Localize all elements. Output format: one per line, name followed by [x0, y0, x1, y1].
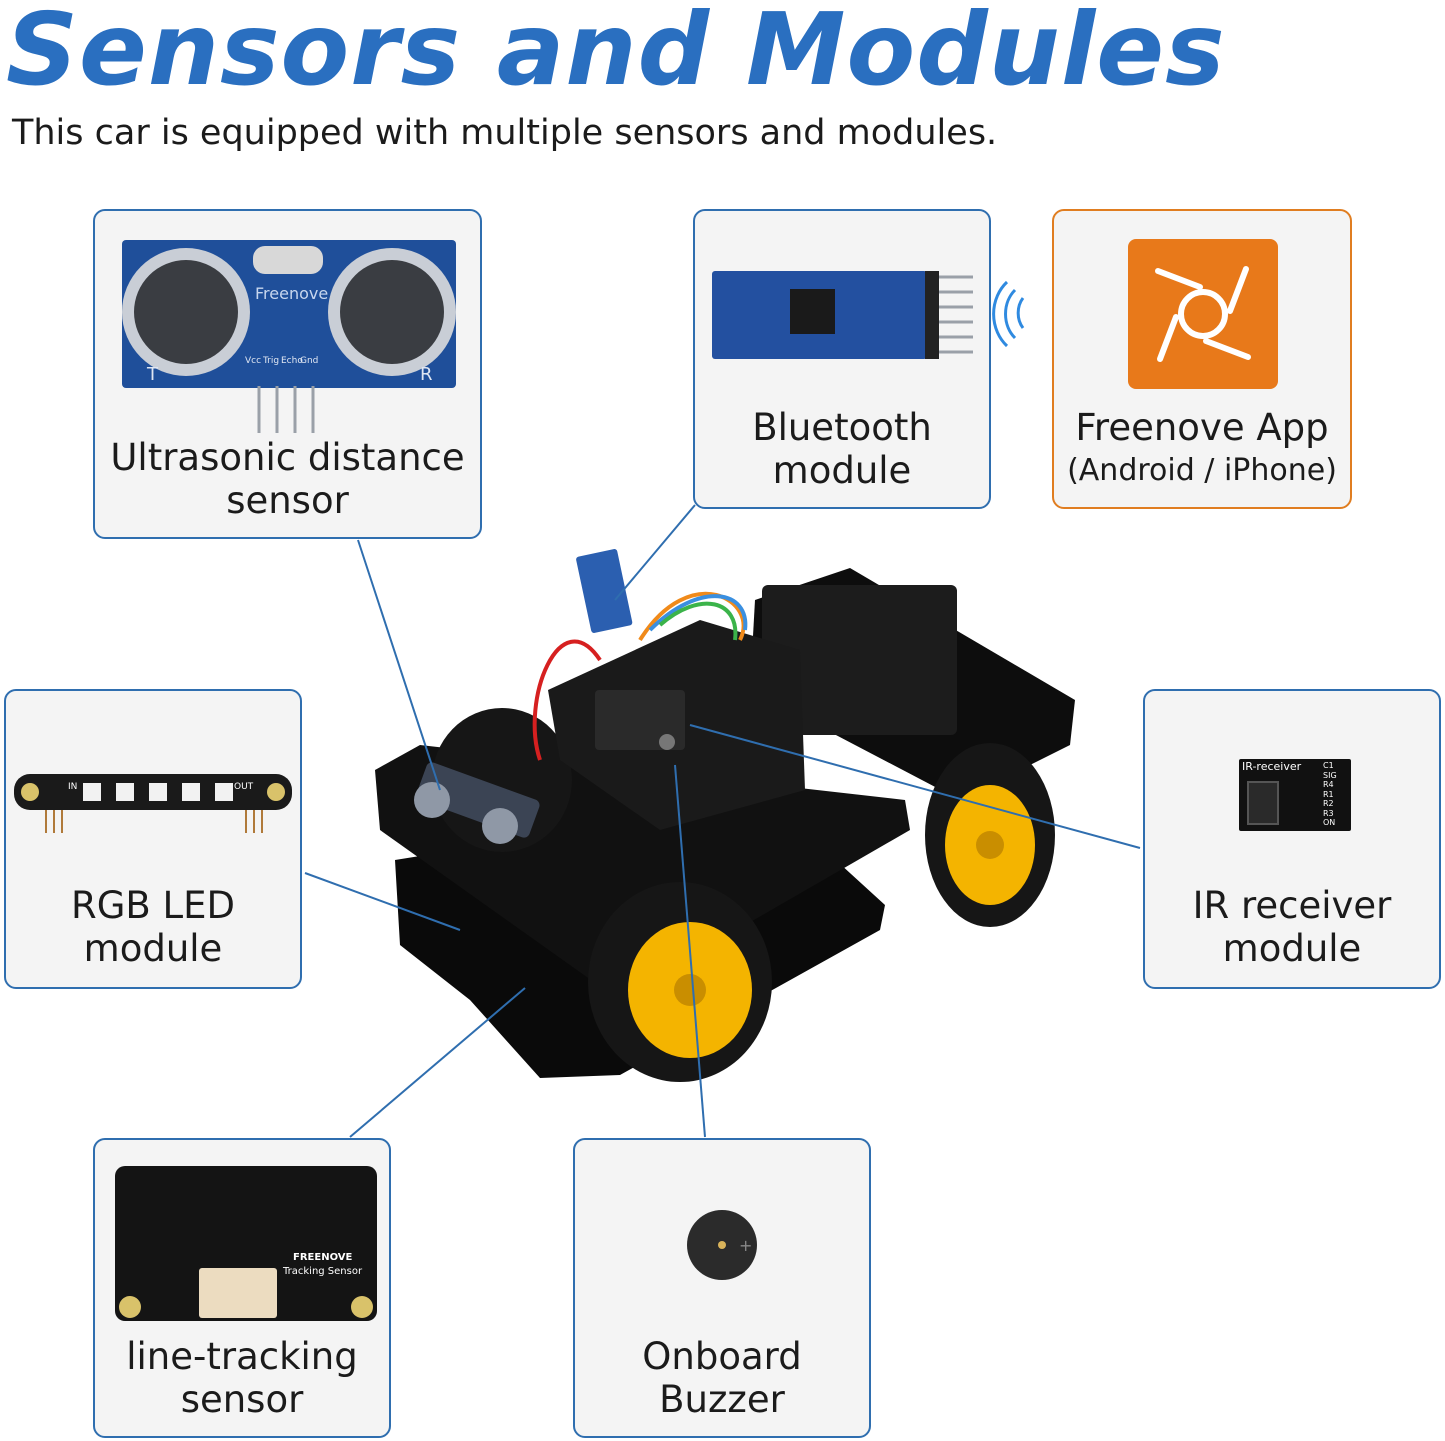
buzzer-label: Onboard Buzzer: [642, 1335, 802, 1421]
ir-pin-r1: R1: [1323, 789, 1334, 799]
ultrasonic-pin-trig: Trig: [263, 356, 280, 366]
ir-pin-on: ON: [1323, 818, 1336, 827]
card-onboard-buzzer: + Onboard Buzzer: [573, 1138, 871, 1438]
ir-pin-r3: R3: [1323, 808, 1334, 818]
battery-box: [762, 585, 957, 735]
rgb-led-module-image: [14, 774, 292, 833]
ir-pin-r4: R4: [1323, 780, 1334, 789]
line-tracking-brand: FREENOVE: [293, 1252, 353, 1263]
bluetooth-module-image: [712, 271, 973, 359]
ir-receiver-image: IR-receiver C1 SIG R4 R1 R2 R3 ON: [1239, 759, 1351, 831]
ir-receiver-label: IR receiver module: [1192, 884, 1392, 970]
buzzer-image: +: [687, 1210, 757, 1280]
car-bluetooth-module: [576, 549, 633, 633]
line-tracking-image: FREENOVE Tracking Sensor: [115, 1166, 377, 1321]
rgb-led-out-mark: OUT: [234, 782, 254, 792]
ir-receiver-board-label: IR-receiver: [1242, 760, 1302, 773]
ultrasonic-left-mark: T: [147, 364, 158, 385]
ir-pin-r2: R2: [1323, 799, 1334, 808]
card-rgb-led-module: IN OUT RGB LED module: [4, 689, 302, 989]
svg-text:+: +: [739, 1236, 752, 1255]
rgb-led-label: RGB LED module: [70, 884, 235, 970]
page-title: Sensors and Modules: [6, 0, 1226, 108]
connector-bluetooth: [614, 504, 696, 601]
freenove-app-icon: [1128, 239, 1278, 389]
connector-rgb-led: [304, 872, 461, 931]
card-line-tracking-sensor: FREENOVE Tracking Sensor line-tracking s…: [93, 1138, 391, 1438]
ultrasonic-label: Ultrasonic distance sensor: [110, 436, 465, 522]
page-subtitle: This car is equipped with multiple senso…: [12, 113, 998, 153]
rgb-led-in-mark: IN: [68, 782, 78, 792]
ultrasonic-pin-echo: Echo: [281, 356, 303, 366]
ultrasonic-pin-gnd: Gnd: [300, 356, 319, 366]
connector-ir-receiver: [689, 724, 1141, 849]
card-ultrasonic-sensor: Freenove T R Vcc Trig Echo Gnd Ultrasoni…: [93, 209, 482, 539]
wireless-signal-icon: [992, 280, 1025, 348]
line-tracking-label: line-tracking sensor: [126, 1335, 358, 1421]
ultrasonic-brand: Freenove: [255, 284, 329, 303]
connector-line-tracking: [349, 987, 526, 1138]
connector-ultrasonic: [357, 539, 441, 791]
card-bluetooth-module: Bluetooth module: [693, 209, 991, 509]
connector-buzzer: [674, 764, 706, 1138]
card-freenove-app: Freenove App (Android / iPhone): [1052, 209, 1352, 509]
card-ir-receiver-module: IR-receiver C1 SIG R4 R1 R2 R3 ON IR rec…: [1143, 689, 1441, 989]
bluetooth-label: Bluetooth module: [752, 406, 932, 492]
line-tracking-board-label: Tracking Sensor: [283, 1266, 363, 1277]
ir-pin-sig: SIG: [1323, 770, 1337, 780]
ultrasonic-pin-vcc: Vcc: [245, 356, 262, 366]
ultrasonic-sensor-image: [122, 240, 456, 433]
ir-pin-c1: C1: [1323, 761, 1334, 770]
ultrasonic-right-mark: R: [420, 364, 433, 385]
app-label: Freenove App (Android / iPhone): [1067, 406, 1337, 488]
